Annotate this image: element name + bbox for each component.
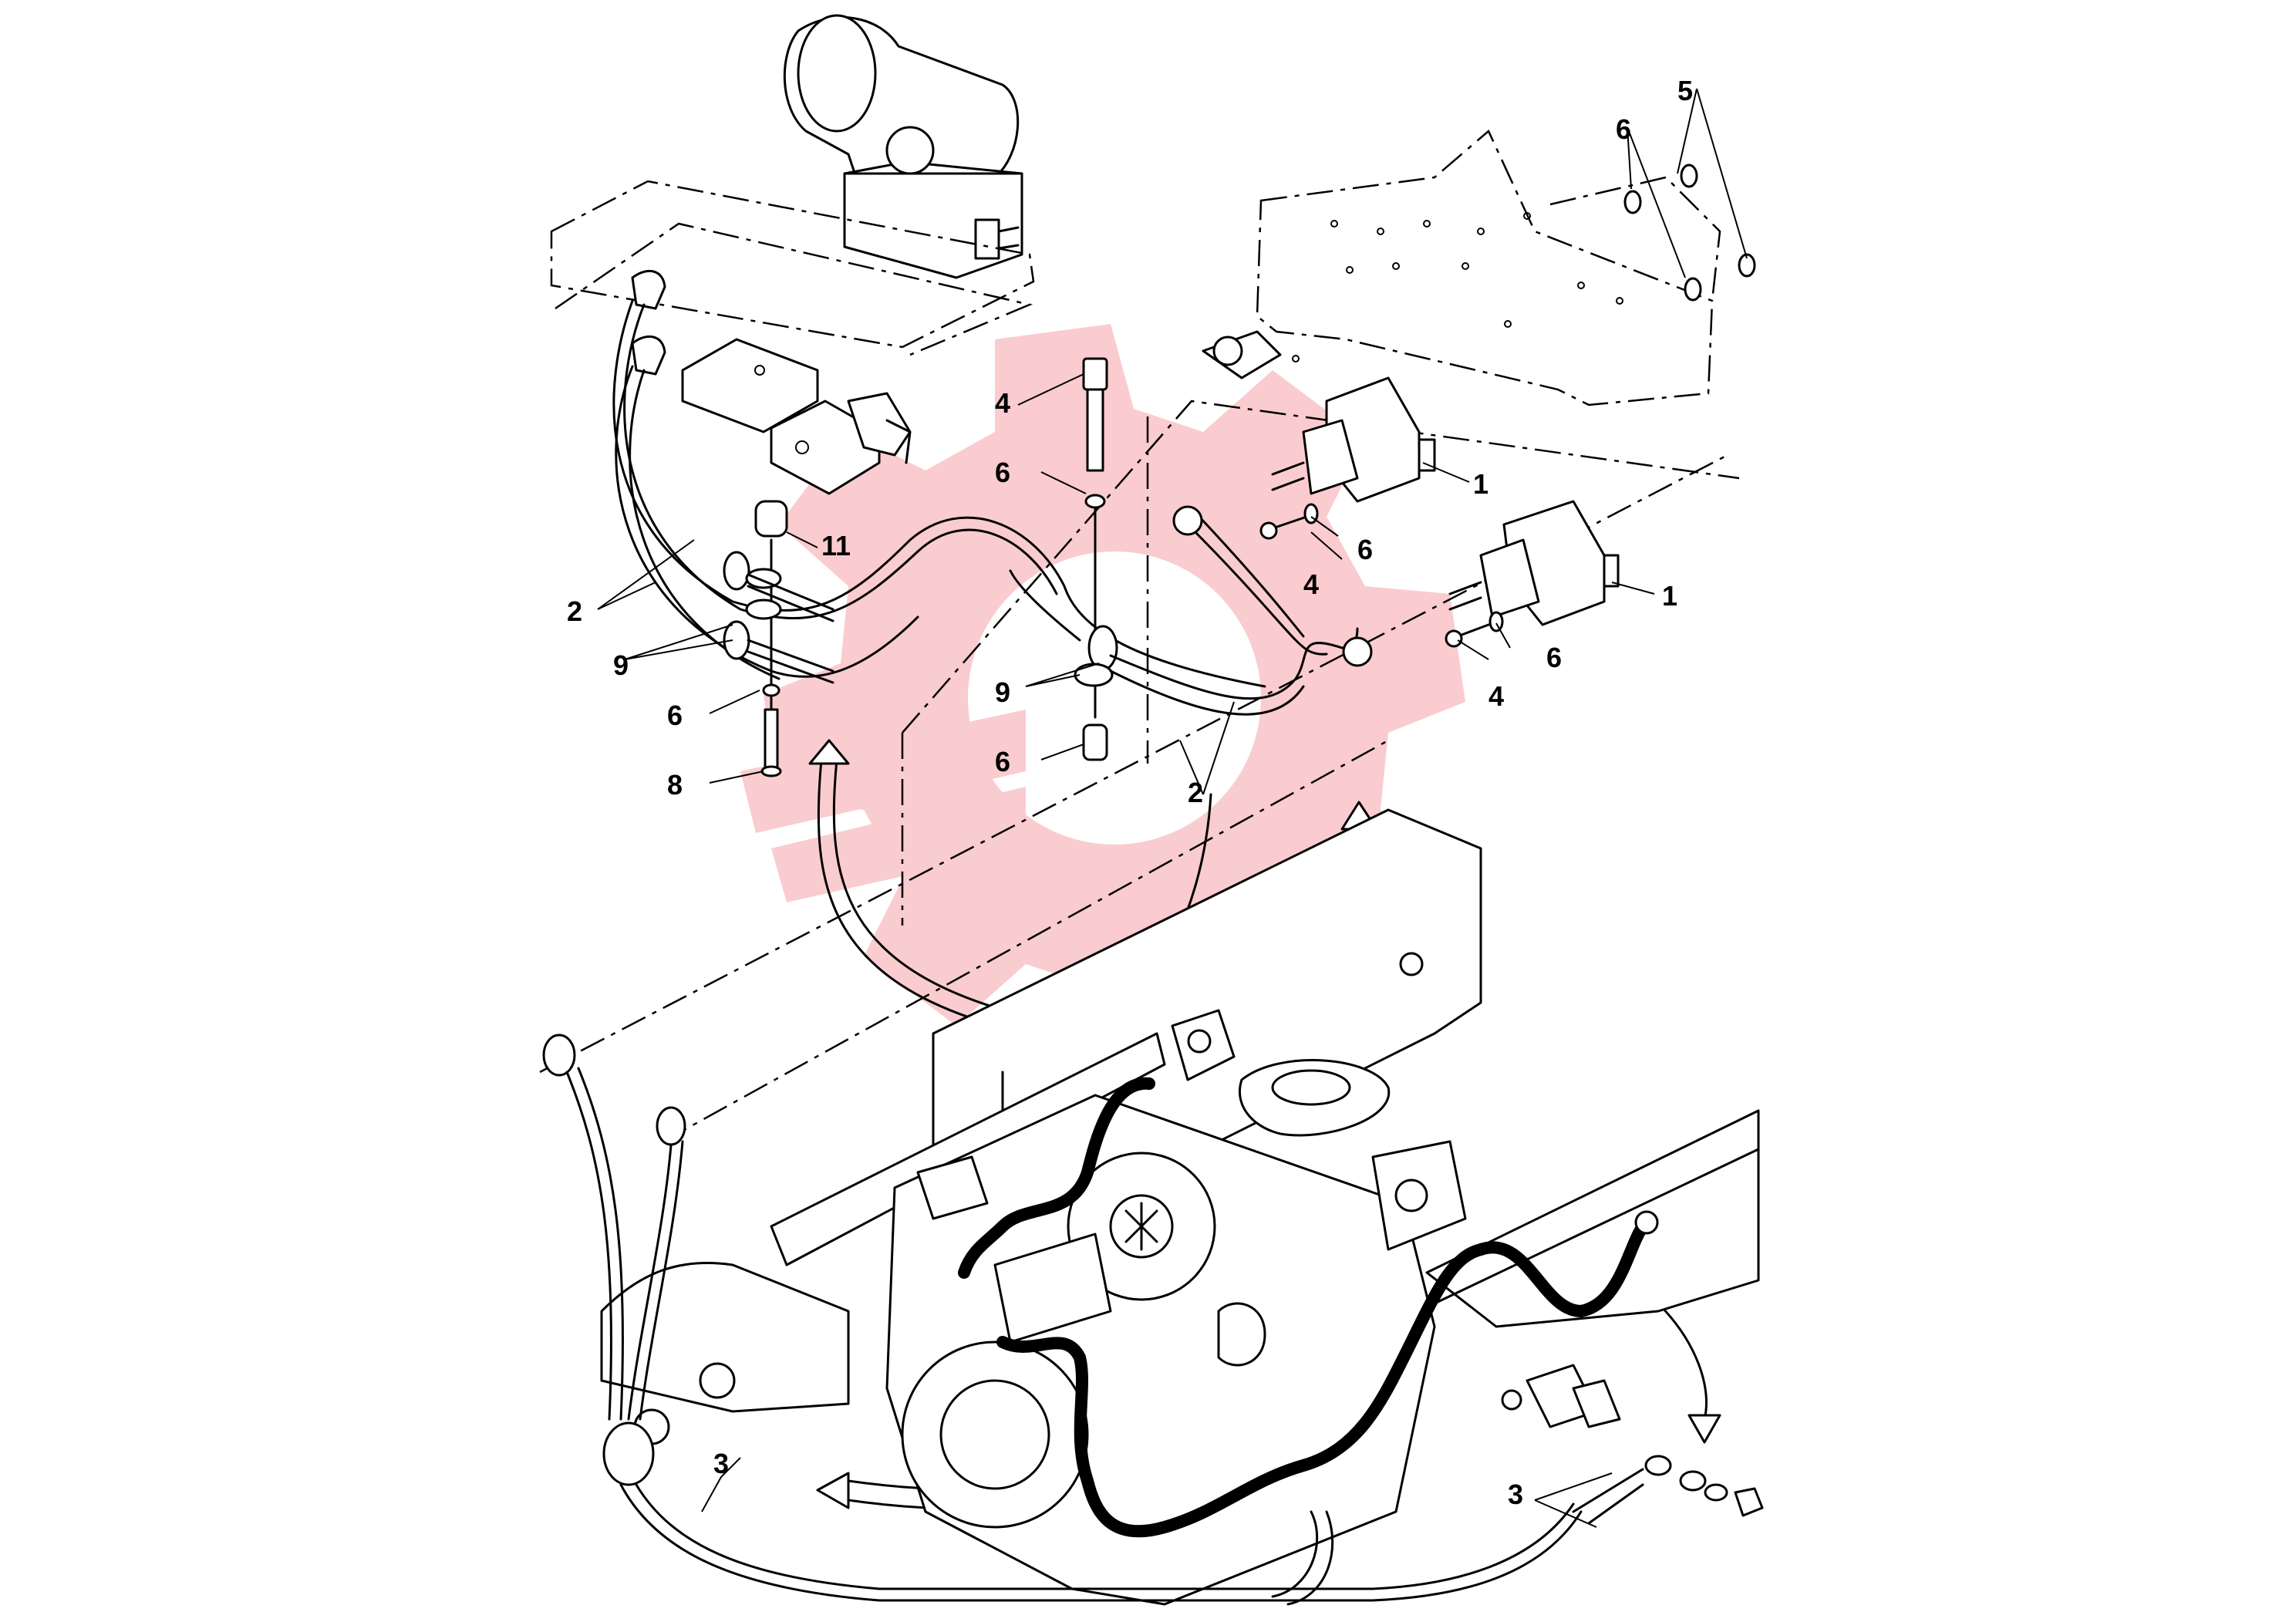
callout-5: 5	[1677, 75, 1693, 106]
nut-and-washer-set	[1623, 164, 1756, 302]
cable-upper-connector	[1186, 523, 1328, 656]
terminal-hardware	[1501, 1364, 1764, 1525]
callout-9-left: 9	[613, 649, 629, 681]
callout-6-topright: 6	[1616, 113, 1631, 145]
callout-6-mid: 6	[1357, 534, 1373, 565]
engine-assembly	[885, 1009, 1467, 1606]
callout-4-top: 4	[995, 387, 1010, 419]
heavy-cable-harness	[958, 1077, 1659, 1538]
callout-2-center: 2	[1188, 777, 1203, 808]
elbow-fitting	[783, 14, 1023, 279]
callout-6-center: 6	[995, 746, 1010, 777]
callout-4-mid: 4	[1303, 568, 1319, 600]
dashed-guide-frame-2	[555, 222, 1033, 356]
dashed-guide-line-vertical	[901, 416, 1149, 926]
connector-plug-lower	[1448, 500, 1620, 626]
callout-6-left: 6	[667, 700, 683, 731]
callout-3-left: 3	[713, 1448, 729, 1479]
cable-clamps-left	[723, 551, 834, 684]
mounting-bracket	[1202, 129, 1721, 406]
battery-cable-upper	[612, 270, 1266, 688]
callout-labels: 1 1 2 2 3 3 4 4 4 5 6 6 6 6 6 6 8 9 9 11	[567, 75, 1693, 1510]
callout-2-left: 2	[567, 595, 582, 627]
connector-screws	[1259, 503, 1504, 648]
callout-3-right: 3	[1508, 1479, 1523, 1510]
callout-4-right: 4	[1489, 680, 1504, 712]
leader-lines	[597, 88, 1748, 1528]
callout-9-center: 9	[995, 676, 1010, 708]
dashed-guide-line-mid	[902, 400, 1740, 733]
callout-1-upper: 1	[1473, 468, 1489, 500]
callout-11: 11	[821, 530, 851, 561]
cable-clamp-center	[1009, 569, 1373, 716]
callout-6-top: 6	[995, 457, 1010, 488]
dashed-guide-frame	[550, 180, 1035, 349]
callout-6-right: 6	[1546, 642, 1562, 673]
callout-1-lower: 1	[1662, 580, 1677, 612]
callout-8: 8	[667, 769, 683, 801]
battery-cable-lower	[542, 1034, 1583, 1602]
connector-plug-upper	[1271, 376, 1436, 503]
valve-block	[681, 338, 912, 538]
